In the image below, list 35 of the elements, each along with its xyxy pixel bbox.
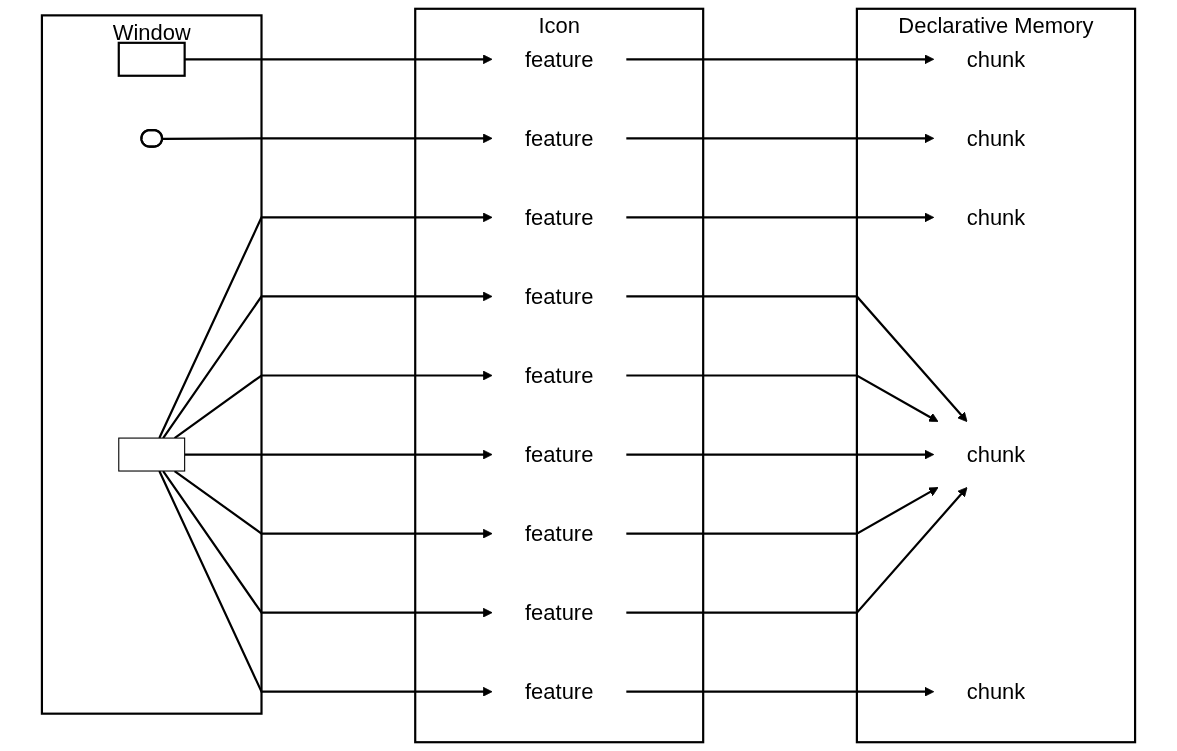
- node-text: feature: [525, 679, 594, 704]
- arrow: [626, 295, 968, 423]
- node-text: chunk: [966, 126, 1026, 151]
- arrow: [626, 374, 939, 423]
- node-text: feature: [525, 442, 594, 467]
- node-box: [117, 41, 186, 77]
- arrow: [626, 133, 935, 144]
- arrow: [162, 470, 493, 618]
- arrow: [184, 54, 493, 65]
- arrow: [626, 686, 935, 697]
- arrow: [158, 470, 493, 697]
- node-picture: [118, 437, 186, 472]
- node-text: feature: [525, 600, 594, 625]
- node-text: feature: [525, 521, 594, 546]
- arrow: [626, 487, 939, 535]
- node-text: feature: [525, 363, 594, 388]
- node-text: chunk: [966, 47, 1026, 72]
- node-text: chunk: [966, 442, 1026, 467]
- arrow: [173, 470, 493, 539]
- node-text: feature: [525, 47, 594, 72]
- node-text: chunk: [966, 205, 1026, 230]
- node-text: feature: [525, 126, 594, 151]
- node-text: chunk: [966, 679, 1026, 704]
- arrow: [184, 449, 493, 460]
- arrow: [626, 487, 968, 614]
- node-text: feature: [525, 205, 594, 230]
- arrow: [626, 212, 935, 223]
- arrow: [162, 291, 493, 439]
- arrow: [626, 449, 935, 460]
- arrow: [158, 212, 493, 439]
- arrow: [173, 370, 493, 439]
- arrow: [626, 54, 935, 65]
- arrow: [162, 133, 493, 144]
- cluster: Window: [40, 14, 263, 715]
- node-text: feature: [525, 284, 594, 309]
